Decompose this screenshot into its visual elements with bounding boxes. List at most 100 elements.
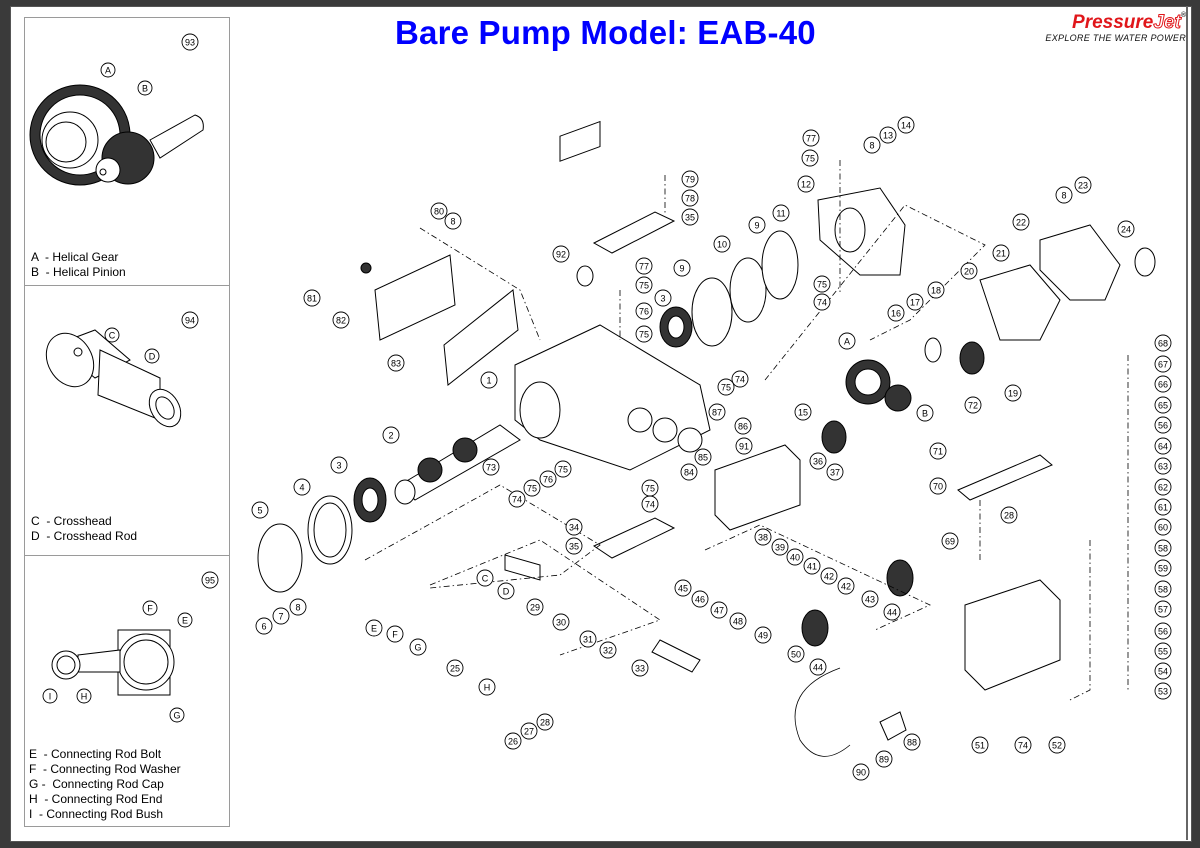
callout-bubble: [681, 170, 699, 188]
callout-label: 90: [856, 768, 866, 778]
callout-bubble: [852, 763, 870, 781]
callout-bubble: [1014, 736, 1032, 754]
crosshead-illustration: [45, 329, 182, 428]
callout-54: 54: [1154, 662, 1172, 680]
callout-28: 28: [1000, 506, 1018, 524]
callout-23: 23: [1074, 176, 1092, 194]
callout-bubble: [142, 600, 158, 616]
callout-label: 34: [569, 523, 579, 533]
callout-75: 75: [523, 479, 541, 497]
callout-51: 51: [971, 736, 989, 754]
callout-label: 74: [512, 495, 522, 505]
callout-label: 62: [1158, 483, 1168, 493]
callout-bubble: [897, 116, 915, 134]
callout-65: 65: [1154, 396, 1172, 414]
callout-bubble: [330, 456, 348, 474]
callout-31: 31: [579, 630, 597, 648]
rear-cover-82: [374, 254, 456, 341]
callout-14: 14: [897, 116, 915, 134]
callout-73: 73: [482, 458, 500, 476]
callout-label: 49: [758, 631, 768, 641]
callout-bubble: [691, 590, 709, 608]
callout-label: 74: [1018, 741, 1028, 751]
callout-label: 19: [1008, 389, 1018, 399]
callout-label: I: [49, 692, 52, 702]
callout-9: 9: [748, 216, 766, 234]
legend-item-d: D - Crosshead Rod: [31, 529, 138, 543]
callout-bubble: [1000, 506, 1018, 524]
callout-bubble: [631, 659, 649, 677]
callout-bubble: [971, 736, 989, 754]
callout-label: 70: [933, 482, 943, 492]
callout-bubble: [1154, 416, 1172, 434]
callout-bubble: [1154, 642, 1172, 660]
callout-67: 67: [1154, 355, 1172, 373]
callout-bubble: [748, 216, 766, 234]
callout-bubble: [508, 490, 526, 508]
callout-bubble: [713, 235, 731, 253]
end-cover-5: [257, 523, 303, 593]
callout-label: 28: [540, 718, 550, 728]
callout-29: 29: [526, 598, 544, 616]
panel-callout-h: H: [76, 688, 92, 704]
callout-label: 33: [635, 664, 645, 674]
callout-56: 56: [1154, 416, 1172, 434]
callout-label: 61: [1158, 503, 1168, 513]
callout-bubble: [673, 259, 691, 277]
callout-bubble: [786, 548, 804, 566]
callout-41: 41: [803, 557, 821, 575]
callout-bubble: [927, 281, 945, 299]
legend-item-g: G - Connecting Rod Cap: [29, 777, 164, 791]
callout-bubble: [382, 426, 400, 444]
callout-94: 94: [181, 311, 199, 329]
callout-bubble: [137, 80, 153, 96]
callout-76: 76: [635, 302, 653, 320]
bearing-housing-10: [729, 257, 767, 323]
callout-bubble: [1154, 437, 1172, 455]
manifold-block-51: [964, 579, 1061, 691]
callout-75: 75: [801, 149, 819, 167]
callout-label: 44: [887, 608, 897, 618]
panel-legend: A - Helical Gear B - Helical Pinion: [31, 250, 126, 280]
callout-49: 49: [754, 626, 772, 644]
callout-95: 95: [201, 571, 219, 589]
callout-2: 2: [382, 426, 400, 444]
callout-label: 46: [695, 595, 705, 605]
name-plate-35-top: [592, 211, 676, 254]
callout-78: 78: [681, 189, 699, 207]
callout-bubble: [903, 733, 921, 751]
callout-bubble: [478, 678, 496, 696]
callout-label: 58: [1158, 544, 1168, 554]
callout-bubble: [941, 532, 959, 550]
callout-bubble: [729, 612, 747, 630]
callout-30: 30: [552, 613, 570, 631]
callout-label: 84: [684, 468, 694, 478]
callout-H: H: [478, 678, 496, 696]
callout-93: 93: [181, 33, 199, 51]
callout-bubble: [929, 442, 947, 460]
part-callouts: 7775813141279783580811910823222492777593…: [42, 33, 1172, 781]
callout-bubble: [1012, 213, 1030, 231]
callout-3: 3: [654, 289, 672, 307]
callout-bubble: [201, 571, 219, 589]
callout-21: 21: [992, 244, 1010, 262]
callout-label: 92: [556, 250, 566, 260]
callout-81: 81: [303, 289, 321, 307]
helical-pinion-illustration: [95, 114, 204, 185]
callout-bubble: [883, 603, 901, 621]
callout-72: 72: [964, 396, 982, 414]
callout-label: 87: [712, 408, 722, 418]
callout-bubble: [681, 189, 699, 207]
callout-79: 79: [681, 170, 699, 188]
packing-43: [886, 559, 914, 597]
callout-label: 75: [805, 154, 815, 164]
legend-item-a: A - Helical Gear: [31, 250, 119, 264]
callout-label: 68: [1158, 339, 1168, 349]
callout-label: 29: [530, 603, 540, 613]
connecting-rod-illustration: [51, 629, 175, 696]
callout-bubble: [1154, 334, 1172, 352]
callout-74: 74: [731, 370, 749, 388]
callout-label: 41: [807, 562, 817, 572]
callout-20: 20: [960, 262, 978, 280]
callout-75: 75: [635, 276, 653, 294]
